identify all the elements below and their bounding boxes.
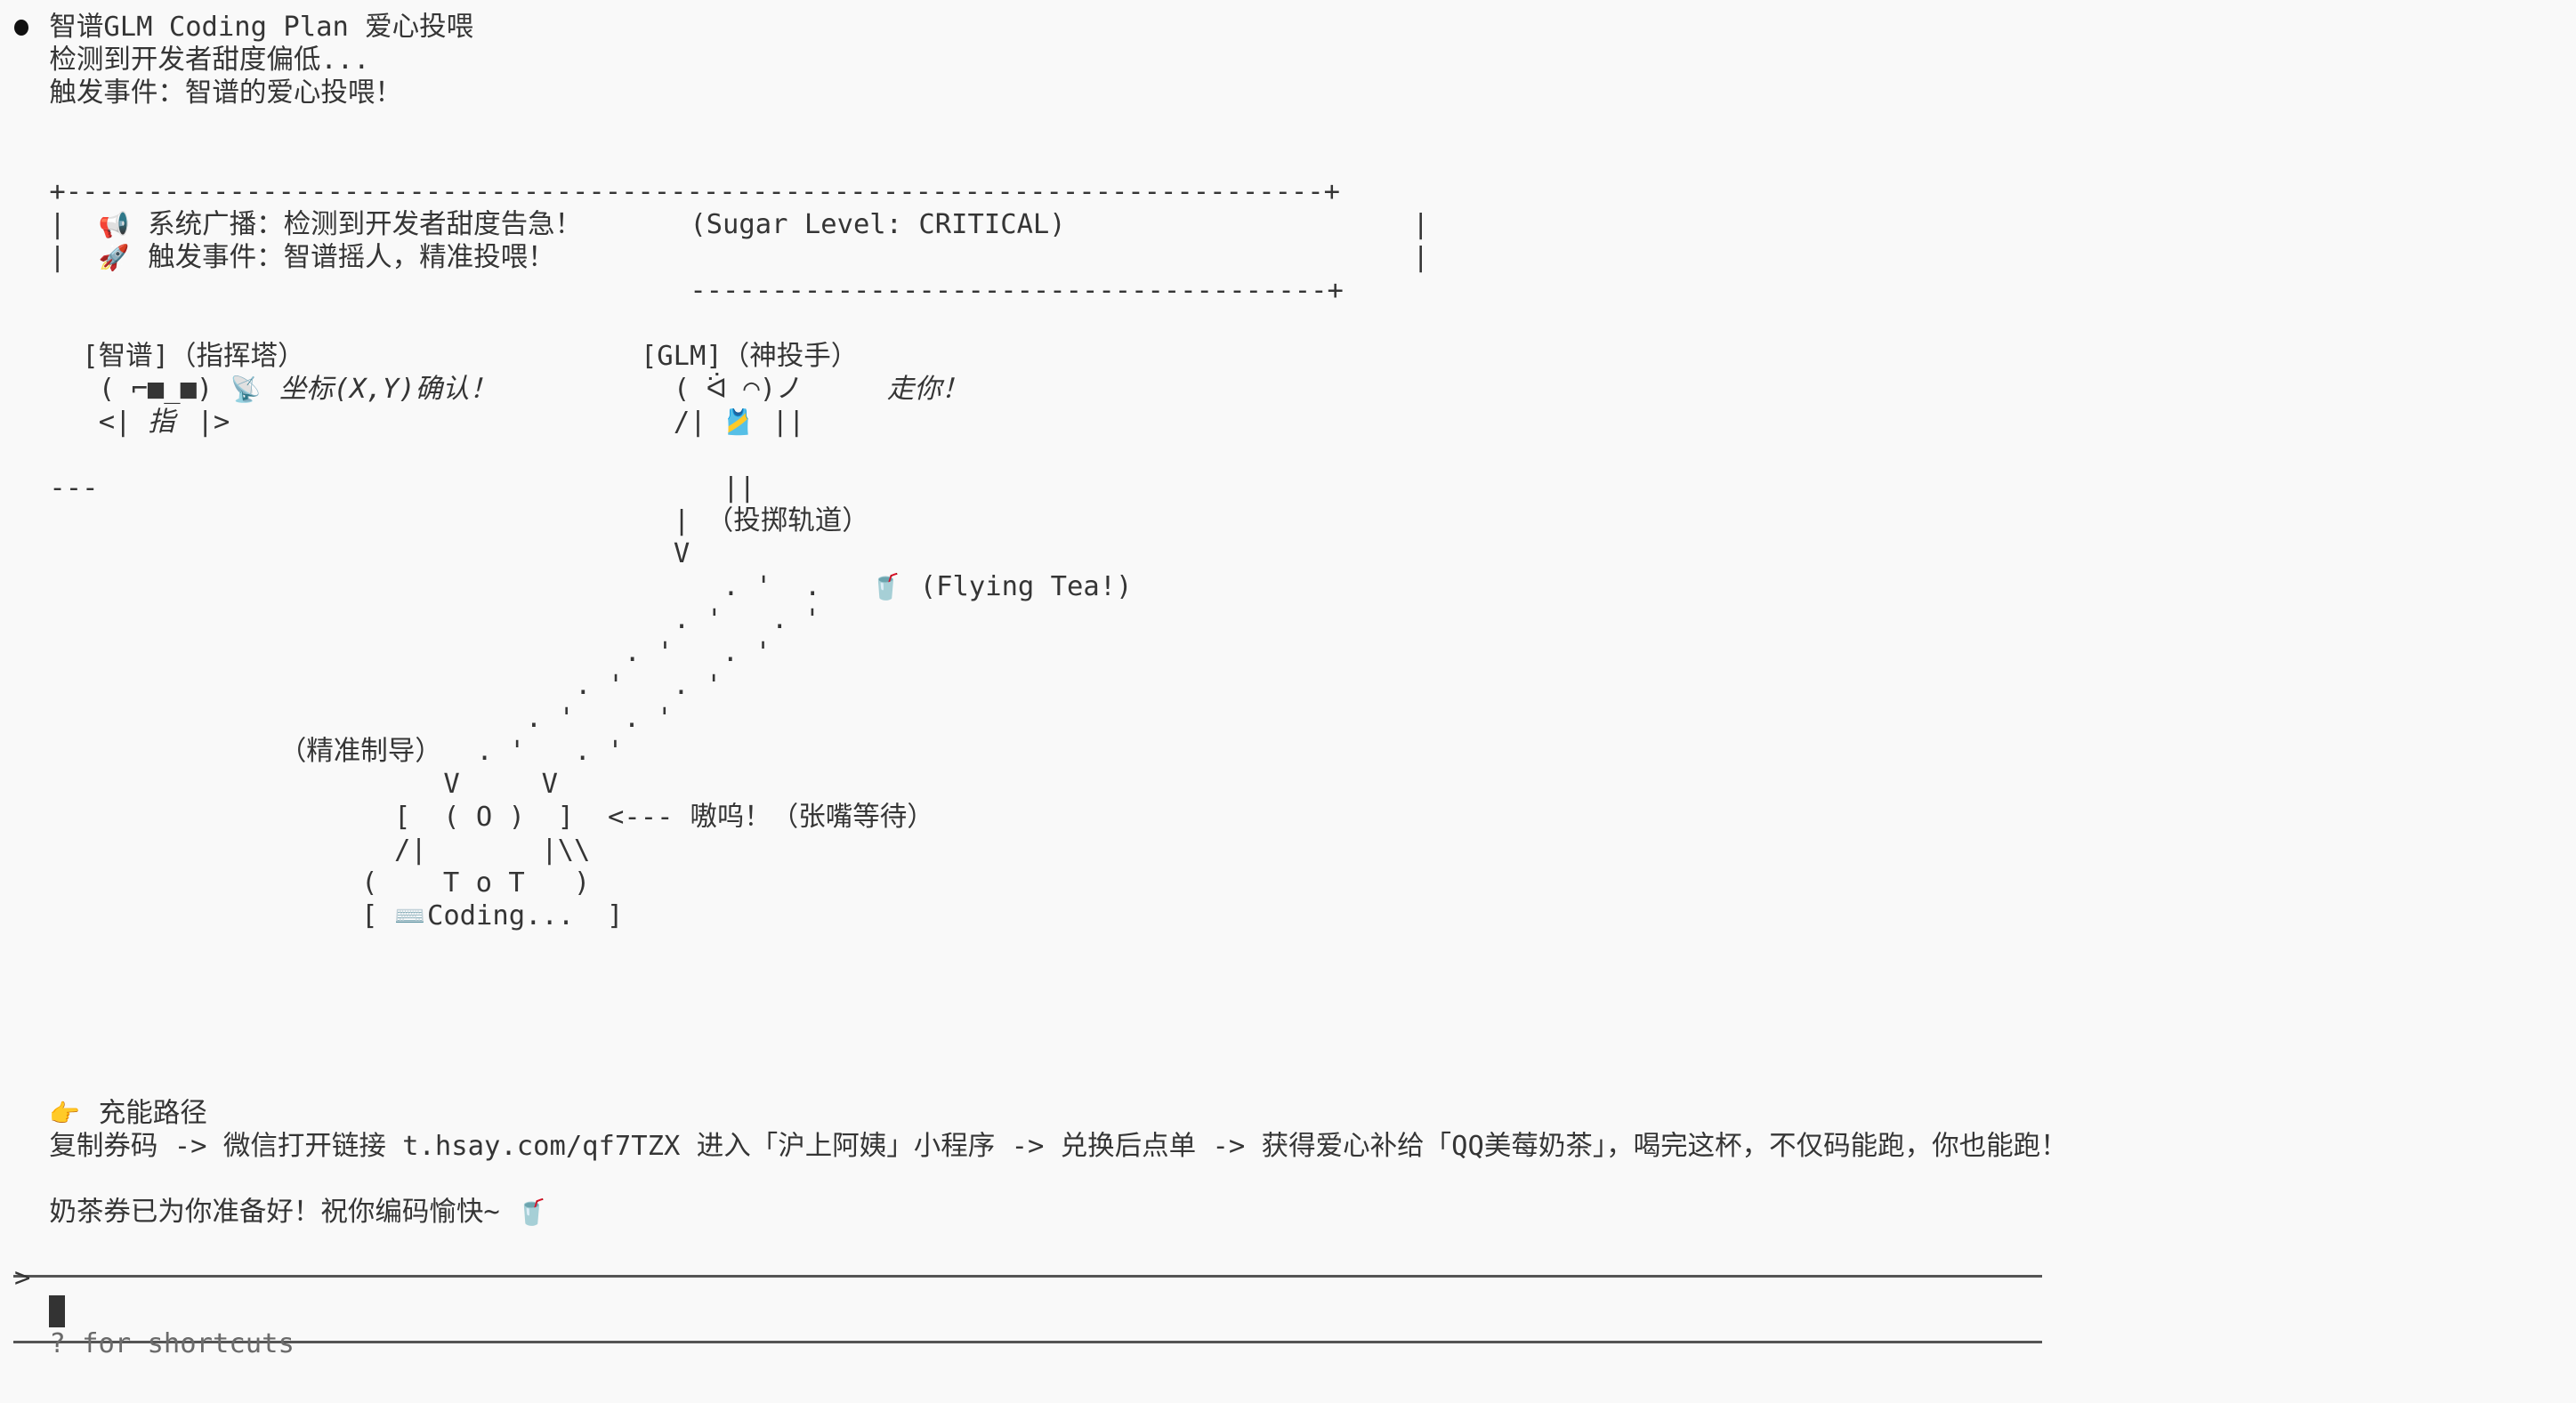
closing-text: 奶茶券已为你准备好！祝你编码愉快~ — [49, 1197, 500, 1228]
commander-body: |> — [197, 407, 230, 438]
prompt-input-cursor[interactable] — [49, 1295, 65, 1327]
prompt-symbol: > — [14, 1262, 31, 1294]
trajectory-line: || — [723, 472, 755, 504]
thrower-speech: 走你！ — [886, 374, 969, 405]
closing-message: 奶茶券已为你准备好！祝你编码愉快~ 🥤 — [49, 1196, 547, 1229]
input-top-divider — [13, 1275, 2042, 1278]
banner-top-border: +---------------------------------------… — [49, 176, 1341, 207]
coding-label: Coding... ] — [426, 900, 624, 931]
bubble-tea-icon: 🥤 — [870, 572, 902, 601]
megaphone-icon: 📢 — [98, 210, 130, 239]
trajectory-dots: . ' . ' — [575, 670, 723, 701]
commander-speech: 坐标(X,Y)确认！ — [279, 374, 497, 405]
redeem-instructions: 复制券码 -> 微信打开链接 t.hsay.com/qf7TZX 进入「沪上阿姨… — [49, 1131, 2068, 1162]
path-title: 充能路径 — [98, 1098, 207, 1129]
guidance-label: （精准制导） — [279, 736, 442, 767]
horizontal-rule: --- — [49, 472, 99, 504]
status-bullet-icon — [14, 20, 28, 36]
banner-side: | — [49, 242, 66, 273]
developer-mouth: [ ( O ) ] — [394, 802, 575, 833]
thrower-face: ( ᐛ ◠)ノ — [673, 374, 803, 405]
trajectory-dots: . ' . ' — [476, 736, 624, 767]
banner-side: | — [1412, 242, 1429, 273]
developer-desk: [ — [361, 900, 378, 931]
event-text: 触发事件：智谱摇人，精准投喂！ — [148, 242, 555, 273]
keyboard-icon: ⌨️ — [394, 901, 425, 931]
bubble-tea-icon: 🥤 — [516, 1197, 547, 1227]
banner-bottom-border: ---------------------------------------+ — [690, 275, 1344, 306]
thrower-title: [GLM]（神投手） — [640, 341, 859, 372]
input-bottom-divider — [13, 1341, 2042, 1343]
banner-side: | — [49, 209, 66, 240]
message-line: 检测到开发者甜度偏低... — [49, 44, 370, 76]
sugar-level-status: (Sugar Level: CRITICAL) — [690, 209, 1066, 240]
banner-side: | — [1412, 209, 1429, 240]
running-shirt-icon: 🎽 — [723, 407, 755, 437]
pointer-arrow: <--- — [608, 802, 674, 833]
rocket-icon: 🚀 — [98, 243, 130, 272]
pointing-hand-icon: 👉 — [49, 1099, 81, 1128]
trajectory-dots: . ' . ' — [673, 604, 821, 635]
landing-arrows: V V — [443, 769, 558, 800]
thrower-body: || — [771, 407, 805, 438]
commander-body: <| — [98, 407, 132, 438]
commander-body: 指 — [148, 407, 175, 438]
broadcast-text: 系统广播：检测到开发者甜度告急！ — [148, 209, 583, 240]
message-title: 智谱GLM Coding Plan 爱心投喂 — [49, 12, 474, 43]
satellite-antenna-icon: 📡 — [230, 375, 262, 404]
commander-title: [智谱]（指挥塔） — [82, 341, 305, 372]
trajectory-dots: . ' . — [723, 571, 821, 602]
commander-face: ( ⌐■_■) — [98, 374, 214, 405]
thrower-body: /| — [673, 407, 707, 438]
trajectory-line: | — [673, 505, 690, 536]
flying-tea-label: (Flying Tea!) — [919, 571, 1133, 602]
message-line: 触发事件：智谱的爱心投喂！ — [49, 77, 402, 109]
trajectory-dots: . ' . ' — [624, 637, 771, 668]
trajectory-arrow: V — [673, 538, 690, 569]
trajectory-dots: . ' . ' — [525, 703, 673, 734]
waiting-label: 嗷呜！（张嘴等待） — [690, 802, 934, 833]
developer-face: ( T o T ) — [361, 867, 591, 899]
shortcuts-hint[interactable]: ? for shortcuts — [49, 1328, 295, 1359]
developer-arms: /| |\\ — [394, 835, 591, 866]
trajectory-label: （投掷轨道） — [706, 505, 869, 536]
